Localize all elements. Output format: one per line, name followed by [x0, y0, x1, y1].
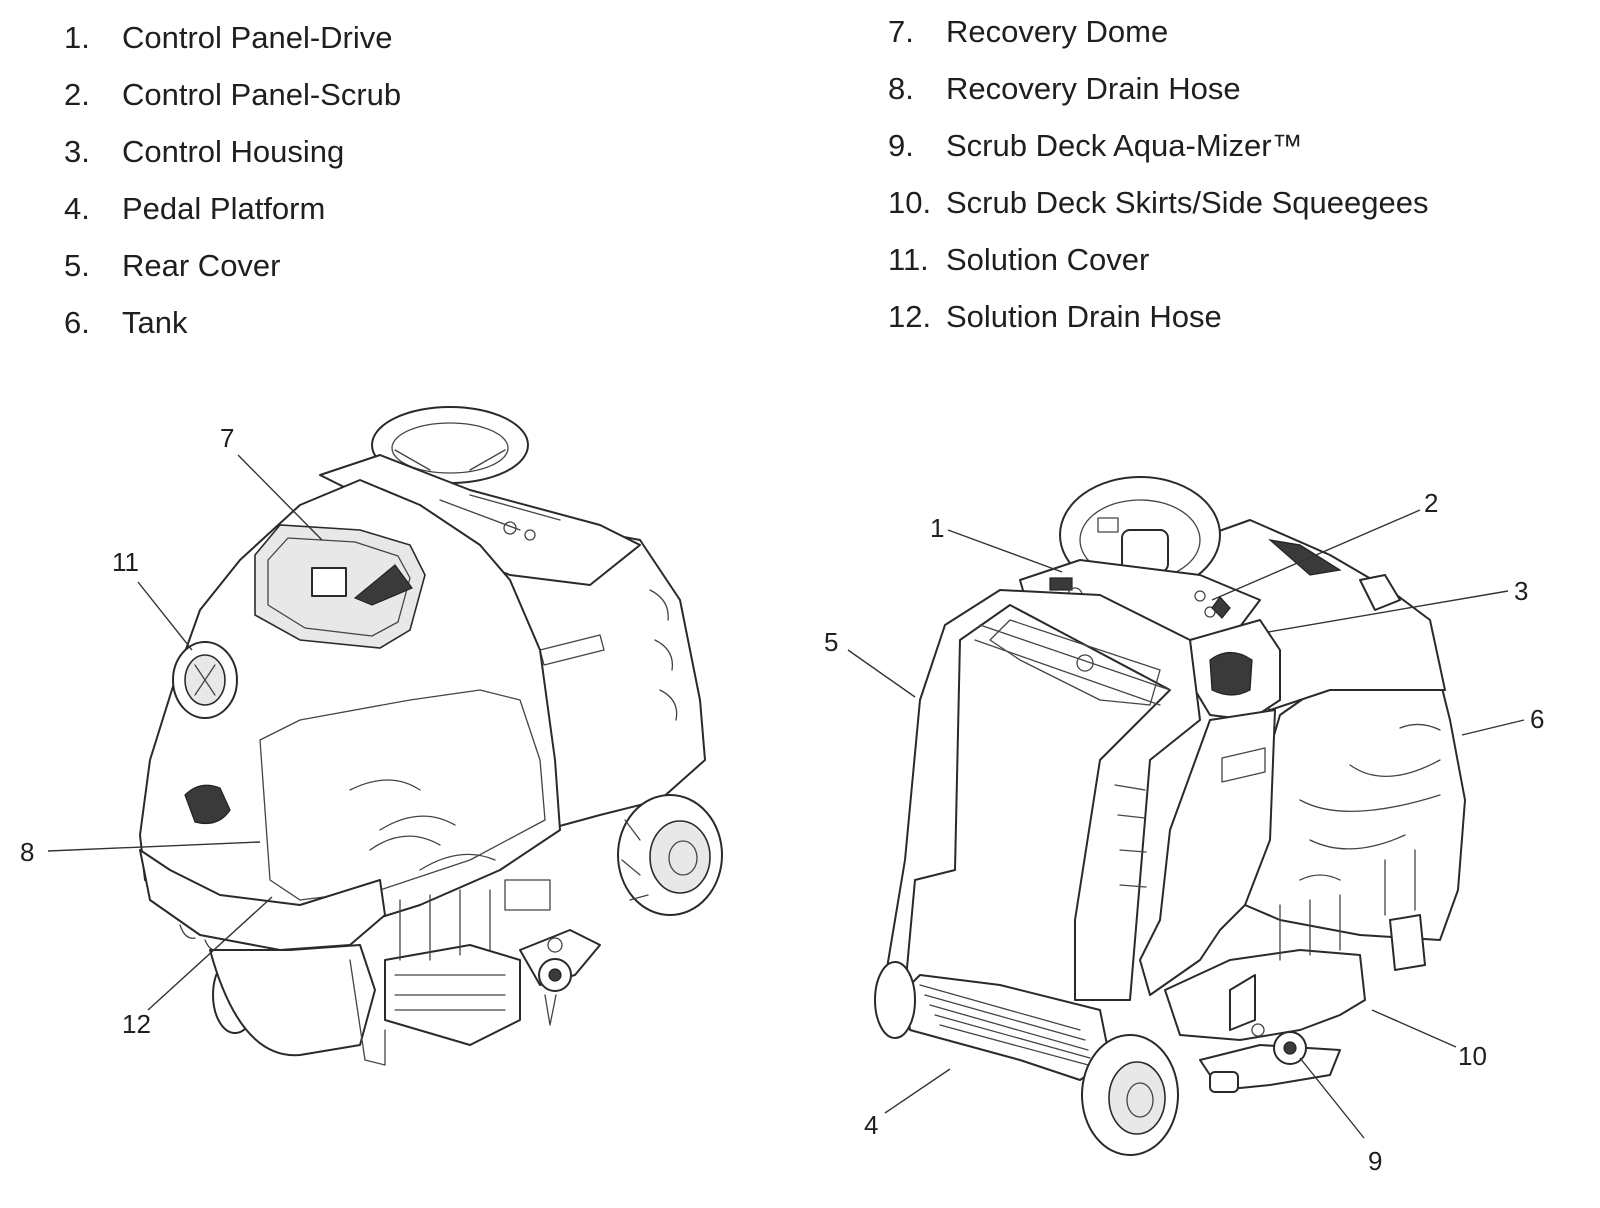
legend-number: 12.	[888, 299, 932, 334]
legend-label: Recovery Drain Hose	[946, 71, 1241, 106]
legend-number: 1.	[64, 20, 90, 55]
legend-number: 11.	[888, 242, 929, 277]
legend-number: 2.	[64, 77, 90, 112]
legend-number: 5.	[64, 248, 90, 283]
callout-number: 9	[1368, 1146, 1382, 1176]
legend-label: Control Panel-Drive	[122, 20, 393, 55]
legend-label: Scrub Deck Aqua-Mizer™	[946, 128, 1303, 163]
right-view-illustration	[874, 476, 1466, 1156]
legend-number: 3.	[64, 134, 90, 169]
callout-number: 6	[1530, 704, 1544, 734]
callout-number: 12	[122, 1009, 151, 1039]
legend-label: Rear Cover	[122, 248, 281, 283]
legend-label: Solution Drain Hose	[946, 299, 1222, 334]
callout-number: 2	[1424, 488, 1438, 518]
legend-label: Control Panel-Scrub	[122, 77, 402, 112]
legend-number: 6.	[64, 305, 90, 340]
legend-number: 10.	[888, 185, 932, 220]
right-view-callouts: 1 2 3 5 6 4 10 9	[824, 488, 1544, 1176]
legend-number: 9.	[888, 128, 914, 163]
legend-label: Recovery Dome	[946, 14, 1169, 49]
legend-number: 7.	[888, 14, 914, 49]
callout-number: 7	[220, 423, 234, 453]
legend-label: Pedal Platform	[122, 191, 326, 226]
legend-label: Tank	[122, 305, 188, 340]
left-view-callouts: 7 11 8 12	[20, 423, 323, 1039]
callout-number: 10	[1458, 1041, 1487, 1071]
callout-number: 8	[20, 837, 34, 867]
legend-label: Scrub Deck Skirts/Side Squeegees	[946, 185, 1429, 220]
legend-number: 8.	[888, 71, 914, 106]
legend-label: Solution Cover	[946, 242, 1150, 277]
callout-number: 5	[824, 627, 838, 657]
left-view-illustration	[139, 406, 723, 1066]
legend-label: Control Housing	[122, 134, 345, 169]
legend-number: 4.	[64, 191, 90, 226]
callout-number: 11	[112, 547, 139, 577]
callout-number: 3	[1514, 576, 1528, 606]
callout-number: 1	[930, 513, 944, 543]
callout-number: 4	[864, 1110, 878, 1140]
